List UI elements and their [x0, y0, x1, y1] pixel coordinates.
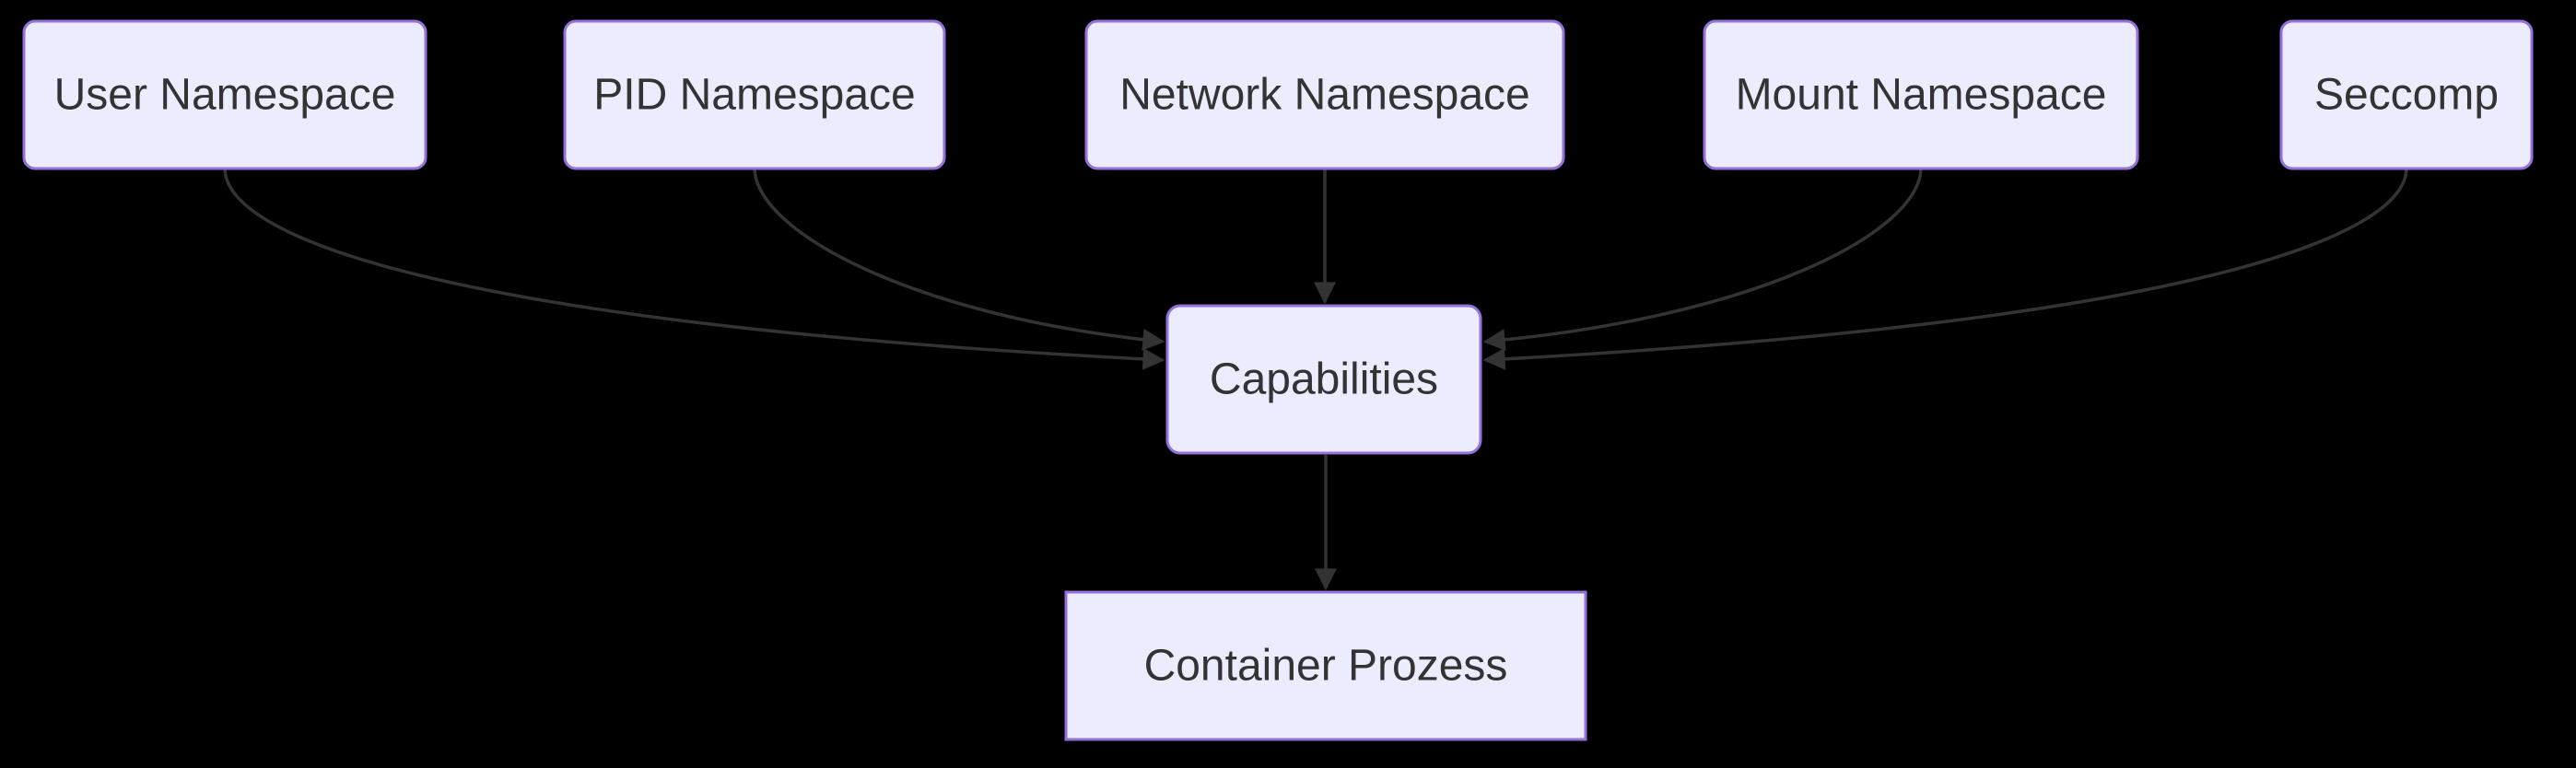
node-pid-namespace: PID Namespace [563, 19, 946, 170]
node-container-prozess-box [1064, 590, 1587, 741]
node-pid-namespace-box [563, 19, 946, 170]
node-pid-namespace-label: PID Namespace [593, 71, 915, 120]
node-capabilities-label: Capabilities [1210, 355, 1438, 404]
node-mount-namespace-box [1703, 19, 2139, 170]
edge-group [223, 169, 2408, 591]
edge-user-namespace-to-capabilities [223, 169, 1165, 370]
node-seccomp: Seccomp [2279, 19, 2534, 170]
node-seccomp-box [2279, 19, 2534, 170]
node-container-prozess-label: Container Prozess [1144, 642, 1508, 691]
node-network-namespace-box [1084, 19, 1565, 170]
node-user-namespace: User Namespace [22, 19, 427, 170]
node-mount-namespace-label: Mount Namespace [1736, 71, 2107, 120]
node-capabilities-box [1165, 304, 1482, 455]
node-capabilities: Capabilities [1165, 304, 1482, 455]
edge-pid-namespace-to-capabilities [753, 169, 1165, 351]
node-user-namespace-label: User Namespace [54, 71, 396, 120]
node-network-namespace: Network Namespace [1084, 19, 1565, 170]
node-user-namespace-box [22, 19, 427, 170]
node-seccomp-label: Seccomp [2314, 71, 2499, 120]
node-container-prozess: Container Prozess [1064, 590, 1587, 741]
edge-mount-namespace-to-capabilities [1482, 169, 1923, 352]
node-mount-namespace: Mount Namespace [1703, 19, 2139, 170]
node-network-namespace-label: Network Namespace [1119, 71, 1530, 120]
edge-seccomp-to-capabilities [1482, 169, 2408, 370]
